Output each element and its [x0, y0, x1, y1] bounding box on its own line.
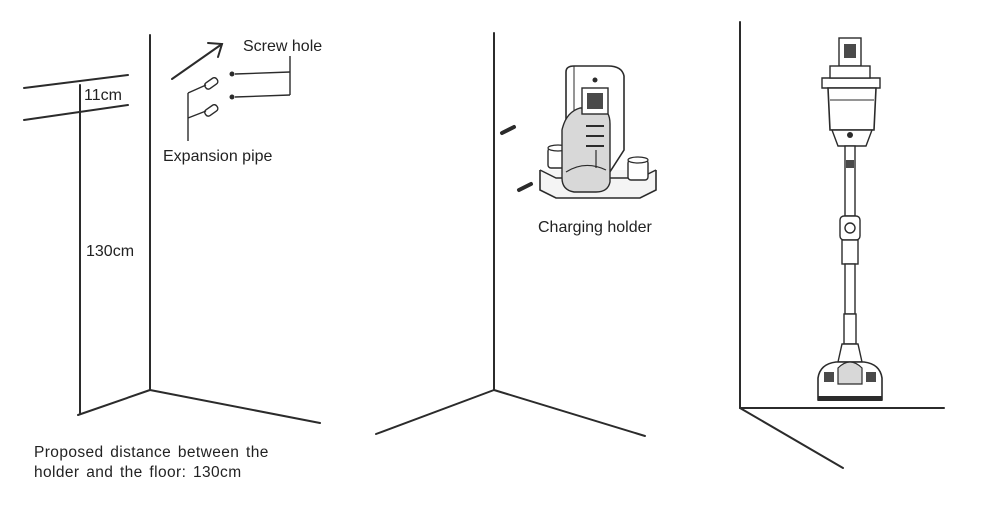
measure-top-line: [23, 74, 129, 89]
label-expansion-pipe: Expansion pipe: [163, 148, 273, 165]
label-height: 130cm: [86, 243, 134, 260]
arrow-head-icon: [207, 42, 224, 58]
screw-hole-icon: [229, 71, 235, 100]
installation-caption: Proposed distance between the holder and…: [34, 443, 324, 483]
stick-vacuum-icon: [817, 37, 883, 401]
label-screw-hole: Screw hole: [243, 38, 322, 55]
panel-vacuum-mounted: [739, 21, 945, 469]
screw-hole-leader: [234, 56, 291, 98]
measure-bottom-line: [23, 104, 129, 121]
expansion-pipe-plug-icon: [204, 77, 219, 117]
panel-wall-measurement: 11cm 130cm Screw hole Expansion pipe: [23, 34, 322, 424]
floor-line-right: [149, 389, 321, 424]
floor-line-right: [493, 389, 646, 437]
expansion-pipe-leader: [187, 84, 207, 141]
floor-line-left: [739, 407, 844, 469]
label-charging-holder: Charging holder: [538, 219, 653, 236]
floor-line-left: [77, 389, 151, 416]
arrow-line: [171, 43, 223, 80]
label-top-gap: 11cm: [84, 87, 122, 104]
panel-charging-holder: Charging holder: [375, 32, 657, 437]
charging-holder-icon: [539, 65, 657, 199]
caption-line-1: Proposed distance between the: [34, 444, 269, 461]
caption-line-2: holder and the floor: 130cm: [34, 464, 242, 481]
screw-icon: [500, 125, 533, 192]
floor-line-left: [375, 389, 495, 435]
